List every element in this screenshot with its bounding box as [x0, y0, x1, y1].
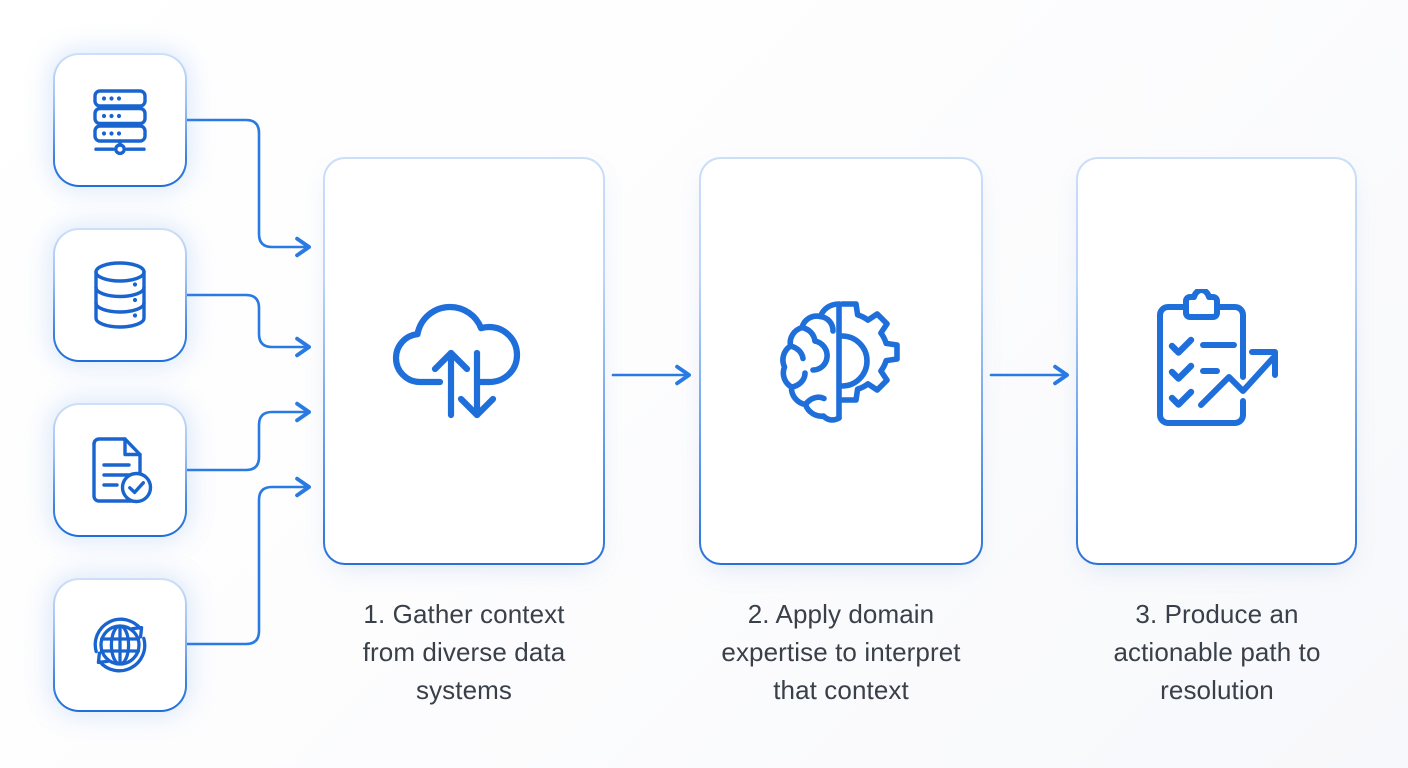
step-card-1[interactable] — [323, 157, 605, 565]
step-card-2[interactable] — [699, 157, 983, 565]
document-check-icon — [84, 433, 156, 507]
source-tile-server-rack[interactable] — [53, 53, 187, 187]
server-rack-icon — [83, 83, 157, 157]
step-caption-1: 1. Gather context from diverse data syst… — [362, 599, 566, 705]
connector-global-sync-to-step1 — [185, 476, 311, 646]
source-tile-global-sync[interactable] — [53, 578, 187, 712]
connector-server-rack-to-step1 — [185, 118, 311, 258]
step-caption-2: 2. Apply domain expertise to interpret t… — [721, 599, 961, 705]
brain-gear-icon — [766, 286, 916, 436]
step-caption-3: 3. Produce an actionable path to resolut… — [1113, 599, 1321, 705]
cloud-sync-icon — [384, 291, 544, 431]
connector-document-to-step1 — [185, 401, 311, 472]
connector-database-to-step1 — [185, 293, 311, 358]
database-icon — [85, 258, 155, 332]
source-tile-database[interactable] — [53, 228, 187, 362]
clipboard-chart-icon — [1139, 288, 1294, 434]
globe-sync-icon — [83, 608, 157, 682]
source-tile-verified-document[interactable] — [53, 403, 187, 537]
step-card-3[interactable] — [1076, 157, 1357, 565]
